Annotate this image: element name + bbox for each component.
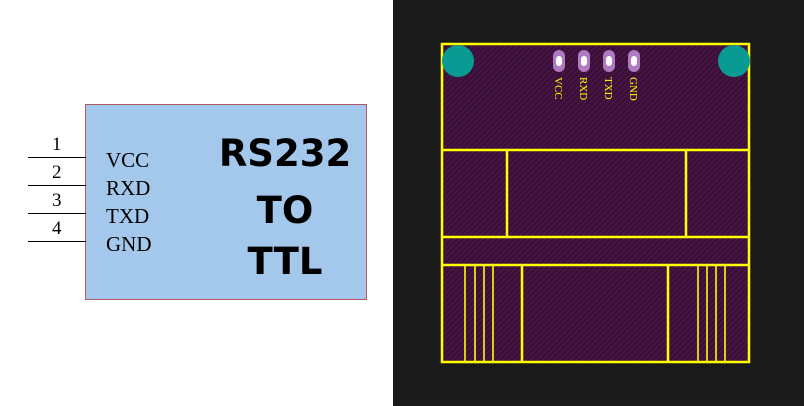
- title-line-1: RS232: [218, 132, 352, 175]
- pin-3-line: [28, 213, 86, 214]
- title-line-3: TTL: [247, 240, 323, 283]
- schematic-panel: 1 2 3 4 VCC RXD TXD GND RS232 TO TTL: [0, 0, 393, 406]
- silkscreen-ribs: [464, 265, 726, 362]
- pad-label-gnd: GND: [627, 77, 639, 101]
- mounting-hole-right: [718, 45, 750, 77]
- pad-label-vcc: VCC: [552, 77, 564, 100]
- pin-4-number: 4: [52, 218, 62, 239]
- pin-2-line: [28, 185, 86, 186]
- pad-label-rxd: RXD: [577, 77, 589, 100]
- pcb-panel: VCC RXD TXD GND: [393, 0, 804, 406]
- pin-1-line: [28, 157, 86, 158]
- pin-3-number: 3: [52, 190, 62, 211]
- pin-1-number: 1: [52, 134, 62, 155]
- pin-4-line: [28, 241, 86, 242]
- header-pads: [553, 50, 640, 72]
- mounting-hole-left: [442, 45, 474, 77]
- pin-3-name: TXD: [106, 204, 150, 228]
- module-body: [85, 104, 367, 300]
- pin-4-name: GND: [106, 232, 152, 256]
- pin-2-name: RXD: [106, 176, 151, 200]
- pad-label-txd: TXD: [602, 77, 614, 100]
- board-area: [442, 44, 749, 362]
- pcb-layout: VCC RXD TXD GND: [440, 42, 751, 364]
- pin-1-name: VCC: [106, 148, 150, 172]
- title-line-2: TO: [256, 189, 314, 232]
- pin-2-number: 2: [52, 162, 62, 183]
